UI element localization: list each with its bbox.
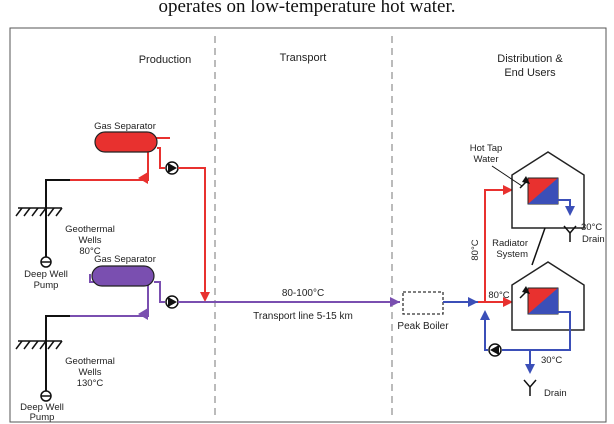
hot-tap-water-line2: Water <box>474 154 499 165</box>
temp-30-top-label: 30°C <box>581 222 602 233</box>
arrow-hot-down <box>200 292 210 302</box>
ground-hatch-bottom <box>15 340 63 350</box>
heading-distribution-line1: Distribution & <box>497 53 563 65</box>
wells-bottom-line3: 130°C <box>77 378 104 389</box>
temp-80-mid-label: 80°C <box>488 290 509 301</box>
vertical-80-label: 80°C <box>470 239 481 260</box>
caption-text: operates on low-temperature hot water. <box>158 0 456 17</box>
return-up-line <box>484 312 488 351</box>
deep-well-pump-bottom-icon <box>40 390 52 402</box>
wells-top-line1: Geothermal <box>65 224 115 235</box>
tap-arrowhead-bottom <box>522 286 530 294</box>
arrow-return-up <box>480 310 490 320</box>
wells-top-line2: Wells <box>78 235 101 246</box>
drain-top-icon <box>563 225 577 242</box>
drain-top-label: Drain <box>582 234 605 245</box>
wells-bottom-line1: Geothermal <box>65 356 115 367</box>
hot-pipe-down <box>178 167 206 300</box>
separator-top-outlet <box>157 147 165 169</box>
supply-line-top-house <box>478 189 512 303</box>
arrow-to-separator-bottom <box>138 308 148 320</box>
wells-bottom-line2: Wells <box>78 367 101 378</box>
arrow-to-separator-top <box>138 172 148 184</box>
diagram-frame <box>9 27 607 423</box>
temp-30-bottom-label: 30°C <box>541 355 562 366</box>
heading-distribution-line2: End Users <box>504 67 556 79</box>
arrow-supply-top <box>503 185 513 195</box>
radiator-link <box>531 227 546 266</box>
gas-separator-top <box>94 131 158 153</box>
arrow-boiler-out <box>468 297 478 307</box>
hot-tap-pointer <box>491 165 523 187</box>
deep-well-pump-top-icon <box>40 256 52 268</box>
pump-icon-bottom <box>165 295 179 309</box>
separator-bottom-outlet <box>154 281 165 303</box>
radiator-system-line2: System <box>496 249 528 260</box>
heat-exchanger-bottom-cold <box>528 288 558 314</box>
drain-bottom-label: Drain <box>544 388 567 399</box>
well-pipe-bottom <box>45 315 70 394</box>
return-loop-bottom <box>502 311 571 351</box>
wells-top-line3: 80°C <box>79 246 100 257</box>
arrow-drain-bottom <box>525 364 535 374</box>
pump-top-line1: Deep Well <box>24 269 68 280</box>
pump-icon-top <box>165 161 179 175</box>
tap-arrowhead-top <box>522 176 530 184</box>
gas-separator-bottom-label: Gas Separator <box>94 254 156 265</box>
pump-bottom-line2: Pump <box>30 412 55 423</box>
pump-top-line2: Pump <box>34 280 59 291</box>
return-pump-icon <box>488 343 502 357</box>
heat-exchanger-top-cold <box>528 178 558 204</box>
gas-separator-bottom <box>91 265 155 287</box>
ground-hatch-top <box>15 207 63 217</box>
radiator-system-line1: Radiator <box>492 238 528 249</box>
transport-length-label: Transport line 5-15 km <box>253 311 353 322</box>
drain-bottom-icon <box>523 379 537 396</box>
hot-pipe-to-separator-top <box>70 137 170 181</box>
gas-separator-top-label: Gas Separator <box>94 121 156 132</box>
heading-transport: Transport <box>280 52 327 64</box>
peak-boiler-label: Peak Boiler <box>397 321 449 332</box>
heading-production: Production <box>139 54 192 66</box>
peak-boiler <box>402 291 444 315</box>
arrow-return-top <box>565 206 575 216</box>
pump-bottom-line1: Deep Well <box>20 402 64 413</box>
transport-temp-label: 80-100°C <box>282 288 324 299</box>
hot-tap-water-line1: Hot Tap <box>470 143 503 154</box>
arrow-supply-bottom <box>503 297 513 307</box>
well-pipe-top <box>45 179 70 260</box>
arrow-transport <box>390 297 400 307</box>
